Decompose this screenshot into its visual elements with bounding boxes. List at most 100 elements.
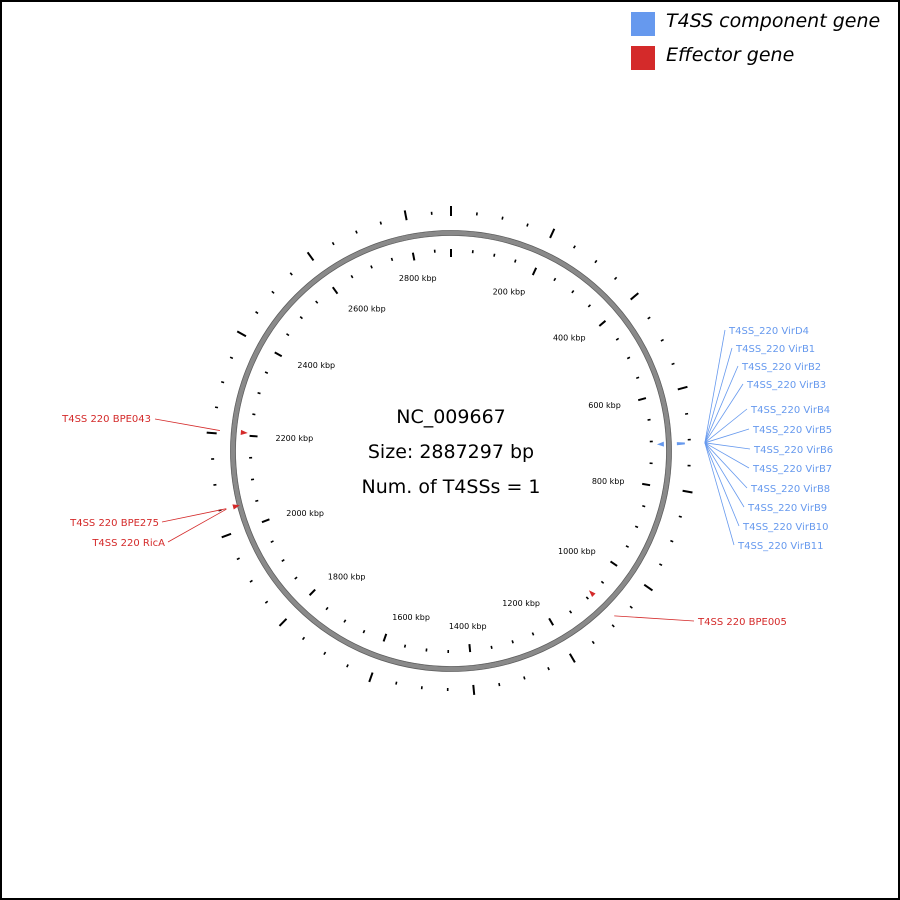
component-leader-line xyxy=(704,365,739,443)
component-gene-marker-inner xyxy=(656,441,664,447)
component-gene-label: T4SS_220 VirB4 xyxy=(750,405,830,416)
outer-tick xyxy=(547,666,550,671)
effector-gene-label: T4SS 220 BPE043 xyxy=(61,414,151,425)
inner-tick xyxy=(370,265,373,269)
inner-tick xyxy=(637,397,647,402)
inner-tick xyxy=(308,588,316,596)
inner-tick xyxy=(249,434,258,438)
outer-tick xyxy=(214,406,219,409)
inner-tick xyxy=(270,540,274,543)
outer-tick xyxy=(278,618,288,627)
kbp-label: 2800 kbp xyxy=(399,274,437,283)
inner-tick xyxy=(315,300,319,304)
legend-swatch-effector xyxy=(631,46,655,70)
outer-tick xyxy=(395,681,398,685)
inner-tick xyxy=(382,633,388,642)
kbp-label: 1000 kbp xyxy=(558,547,596,556)
inner-tick xyxy=(281,559,285,562)
outer-tick xyxy=(236,330,247,338)
outer-tick xyxy=(647,316,651,320)
component-leader-line xyxy=(704,428,750,444)
kbp-label: 600 kbp xyxy=(588,401,621,410)
inner-tick xyxy=(642,482,651,487)
outer-tick xyxy=(355,230,358,234)
kbp-label: 2400 kbp xyxy=(297,361,335,370)
outer-tick xyxy=(611,624,615,628)
effector-marker-bpe005 xyxy=(588,590,596,597)
component-leader-line xyxy=(704,408,748,444)
inner-tick xyxy=(294,576,298,580)
outer-tick xyxy=(346,664,349,668)
inner-tick xyxy=(411,252,416,261)
component-gene-label: T4SS_220 VirB6 xyxy=(753,445,833,456)
outer-tick xyxy=(306,251,315,262)
outer-tick xyxy=(220,380,225,384)
outer-tick xyxy=(643,583,654,592)
inner-tick xyxy=(274,351,283,358)
inner-tick xyxy=(257,391,261,395)
inner-tick xyxy=(634,525,639,529)
size-text: Size: 2887297 bp xyxy=(368,441,534,463)
inner-tick xyxy=(362,629,366,634)
inner-tick xyxy=(548,617,555,626)
outer-tick xyxy=(594,259,598,264)
inner-tick xyxy=(642,505,646,508)
outer-tick xyxy=(289,272,293,276)
component-gene-label: T4SS_220 VirB3 xyxy=(746,380,826,391)
kbp-label: 2600 kbp xyxy=(348,304,386,313)
inner-tick xyxy=(598,320,607,327)
inner-tick xyxy=(615,337,620,341)
inner-tick xyxy=(261,518,270,524)
outer-tick xyxy=(379,221,383,225)
outer-ticks xyxy=(206,206,693,695)
kbp-label: 400 kbp xyxy=(553,334,586,343)
inner-tick xyxy=(626,356,631,360)
outer-tick xyxy=(236,557,240,561)
component-leader-line xyxy=(704,383,744,444)
component-leader-line xyxy=(704,442,735,546)
inner-tick xyxy=(493,253,496,257)
inner-tick xyxy=(585,596,589,600)
kbp-label: 2200 kbp xyxy=(275,434,313,443)
inner-tick xyxy=(468,644,472,653)
inner-tick xyxy=(587,304,591,308)
gene-markers xyxy=(232,429,685,597)
effector-leader-line xyxy=(167,508,227,543)
inner-tick xyxy=(331,286,339,295)
component-leader-line xyxy=(704,442,740,527)
outer-tick xyxy=(523,676,526,680)
outer-tick xyxy=(630,292,639,301)
kbp-label: 2000 kbp xyxy=(286,509,324,518)
inner-tick xyxy=(531,632,535,636)
outer-tick xyxy=(206,431,217,435)
component-gene-label: T4SS_220 VirB10 xyxy=(742,522,829,533)
component-gene-label: T4SS_220 VirB9 xyxy=(747,503,827,514)
outer-tick xyxy=(472,684,476,695)
outer-tick xyxy=(678,515,682,518)
component-leader-line xyxy=(704,442,751,450)
genome-ring xyxy=(230,230,672,672)
outer-tick xyxy=(671,362,675,366)
component-gene-label: T4SS_220 VirB11 xyxy=(737,541,824,552)
inner-tick xyxy=(553,277,557,282)
outer-tick xyxy=(629,605,633,609)
inner-tick xyxy=(569,610,573,614)
inner-ticks xyxy=(249,249,653,653)
outer-tick xyxy=(331,241,335,246)
outer-tick xyxy=(249,579,253,583)
outer-tick xyxy=(677,385,688,391)
inner-tick xyxy=(600,580,605,584)
outer-tick xyxy=(501,216,504,220)
inner-tick xyxy=(403,644,407,648)
effector-marker-bpe043 xyxy=(240,429,248,435)
outer-tick xyxy=(498,682,501,687)
component-leader-line xyxy=(704,442,745,508)
inner-tick xyxy=(390,257,394,262)
inner-tick xyxy=(635,376,640,380)
outer-tick xyxy=(658,563,663,567)
inner-tick xyxy=(511,640,514,644)
